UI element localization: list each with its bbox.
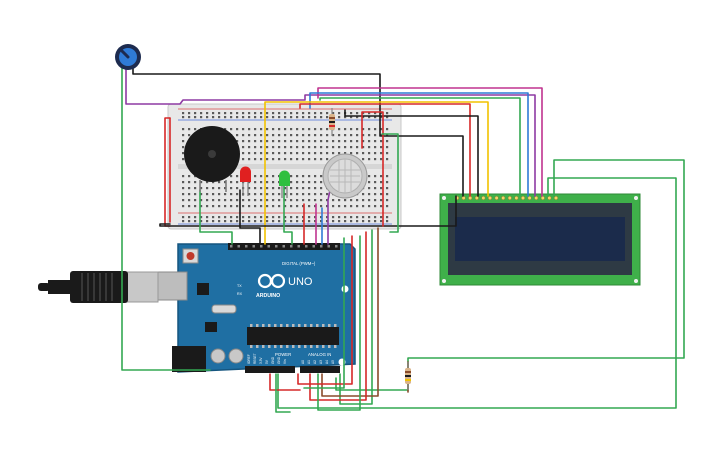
svg-text:A2: A2 [313, 360, 317, 364]
lcd-pin-header [454, 195, 559, 201]
wire-green [277, 177, 677, 409]
digital-label: DIGITAL (PWM~) [282, 261, 316, 266]
tx-label: TX [237, 284, 242, 288]
crystal [211, 304, 237, 314]
wire-black [132, 61, 464, 197]
svg-text:A0: A0 [301, 360, 305, 364]
chip-legs [250, 324, 337, 348]
analog-header[interactable] [300, 366, 340, 373]
reset-button[interactable] [186, 252, 195, 260]
svg-text:A4: A4 [325, 360, 329, 364]
usb-cable[interactable] [38, 271, 159, 303]
wire-green [121, 65, 211, 371]
wire-purple [327, 189, 331, 245]
piezo-buzzer[interactable] [184, 126, 240, 192]
green-led[interactable] [279, 170, 290, 199]
wire-black [159, 195, 457, 227]
regulator [205, 322, 217, 332]
usb-chip [197, 283, 209, 295]
svg-text:A5: A5 [331, 360, 335, 364]
wire-black [344, 109, 479, 197]
breadboard-holes [182, 112, 389, 223]
red-led[interactable] [240, 166, 251, 197]
wire-red [299, 103, 471, 197]
board-model-label: UNO [288, 276, 313, 288]
wires[interactable] [121, 61, 685, 413]
wire-green [275, 373, 291, 413]
resistor[interactable] [329, 108, 335, 136]
resistor[interactable] [405, 362, 411, 390]
brand-label: ARDUINO [256, 293, 280, 299]
digital-pin-row [230, 245, 338, 248]
analog-pin-labels: A0 A1 A2 A3 A4 A5 [301, 360, 335, 364]
atmega-chip [247, 327, 339, 345]
wire-black [239, 189, 261, 245]
svg-text:3.3V: 3.3V [259, 357, 263, 364]
wire-green [303, 237, 345, 389]
svg-text:IOREF: IOREF [247, 354, 251, 364]
wire-green [381, 133, 399, 233]
arduino-uno-board[interactable]: UNO ARDUINO DIGITAL (PWM~) POWER ANALOG … [156, 243, 356, 373]
wire-green [339, 229, 373, 405]
wire-red [361, 111, 384, 227]
wire-red [309, 231, 367, 401]
wire-red [297, 235, 353, 385]
svg-text:5V: 5V [265, 359, 269, 364]
capacitor [228, 348, 244, 364]
power-header[interactable] [245, 366, 295, 373]
svg-text:RESET: RESET [253, 353, 257, 364]
power-jack[interactable] [172, 346, 206, 372]
wire-green [319, 97, 521, 197]
capacitor [210, 348, 226, 364]
svg-text:A3: A3 [319, 360, 323, 364]
wire-green [283, 185, 293, 245]
mounting-hole [341, 285, 349, 293]
svg-text:GND: GND [277, 356, 281, 364]
wire-green [317, 235, 361, 411]
arduino-infinity-logo [257, 273, 286, 289]
wire-brown [321, 227, 379, 397]
lcd-16x2[interactable] [439, 193, 641, 286]
gas-sensor[interactable] [322, 153, 368, 199]
usb-port[interactable] [156, 271, 188, 301]
wire-red [269, 373, 301, 391]
power-pin-labels: IOREF RESET 3.3V 5V GND GND Vin [247, 353, 287, 364]
svg-text:A1: A1 [307, 360, 311, 364]
power-label: POWER [275, 352, 291, 357]
svg-text:Vin: Vin [283, 359, 287, 364]
wire-green [199, 189, 233, 245]
wire-yellow [264, 101, 489, 245]
svg-text:GND: GND [271, 356, 275, 364]
analog-label: ANALOG IN [308, 352, 331, 357]
wire-green [335, 159, 685, 391]
wire-blue [309, 92, 529, 197]
potentiometer[interactable] [115, 44, 141, 70]
wire-purple [125, 67, 536, 197]
rx-label: RX [237, 292, 243, 296]
